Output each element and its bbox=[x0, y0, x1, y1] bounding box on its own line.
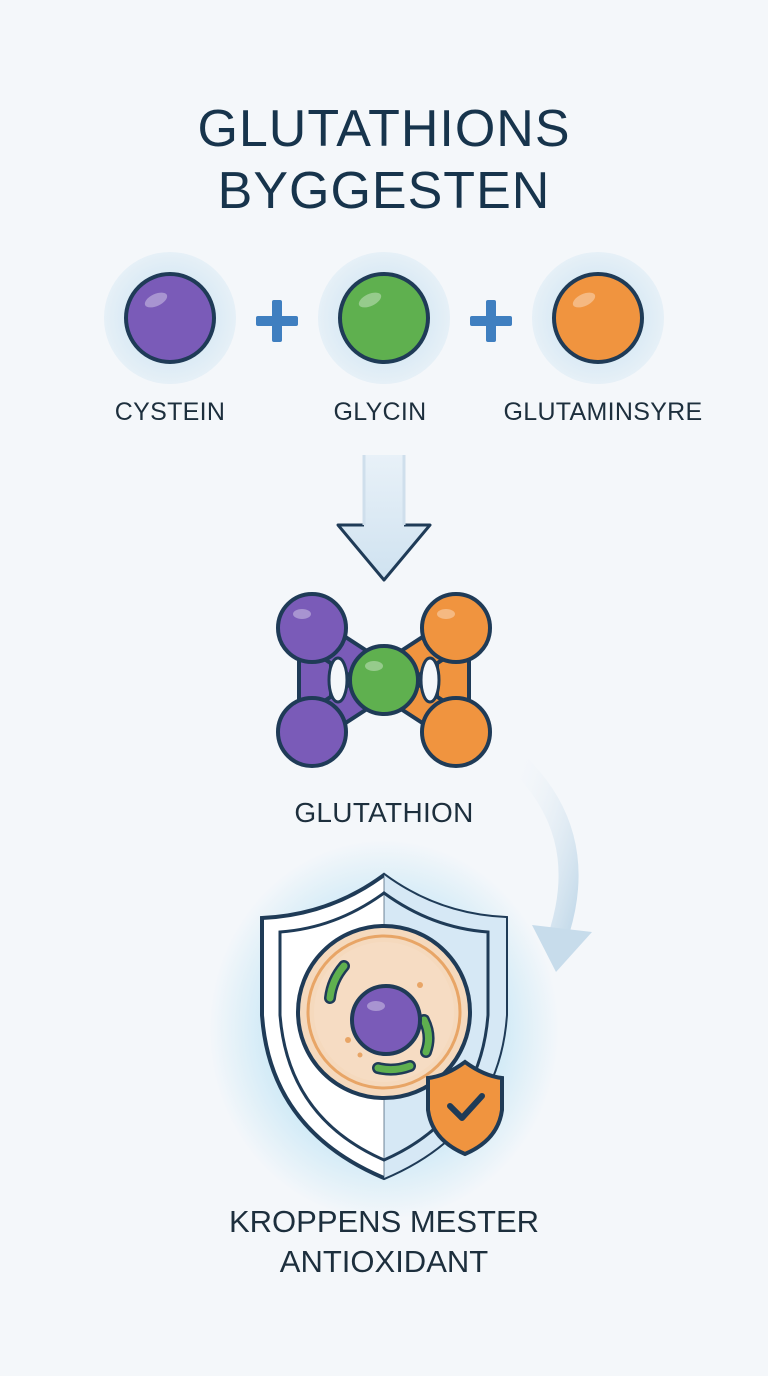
plus-icon bbox=[470, 300, 512, 342]
glycin-molecule-icon bbox=[318, 252, 450, 384]
cystein-molecule-icon bbox=[104, 252, 236, 384]
check-badge-icon bbox=[426, 1059, 504, 1157]
result-line-1: KROPPENS MESTER bbox=[228, 1204, 540, 1239]
label-cystein: CYSTEIN bbox=[114, 398, 226, 426]
label-glutathion: GLUTATHION bbox=[294, 797, 474, 828]
result-caption: KROPPENS MESTER ANTIOXIDANT bbox=[0, 1202, 768, 1282]
cell-icon bbox=[296, 924, 472, 1100]
glutathion-molecule-icon bbox=[276, 592, 492, 768]
result-line-2: ANTIOXIDANT bbox=[279, 1244, 489, 1279]
page-title: GLUTATHIONS BYGGESTEN bbox=[0, 98, 768, 222]
down-arrow-icon bbox=[336, 455, 432, 582]
label-glycin: GLYCIN bbox=[333, 398, 427, 426]
label-glutaminsyre: GLUTAMINSYRE bbox=[503, 398, 703, 426]
glutaminsyre-molecule-icon bbox=[532, 252, 664, 384]
plus-icon bbox=[256, 300, 298, 342]
curved-arrow-icon bbox=[505, 750, 592, 972]
title-line-1: GLUTATHIONS bbox=[197, 100, 571, 158]
title-line-2: BYGGESTEN bbox=[217, 162, 551, 220]
